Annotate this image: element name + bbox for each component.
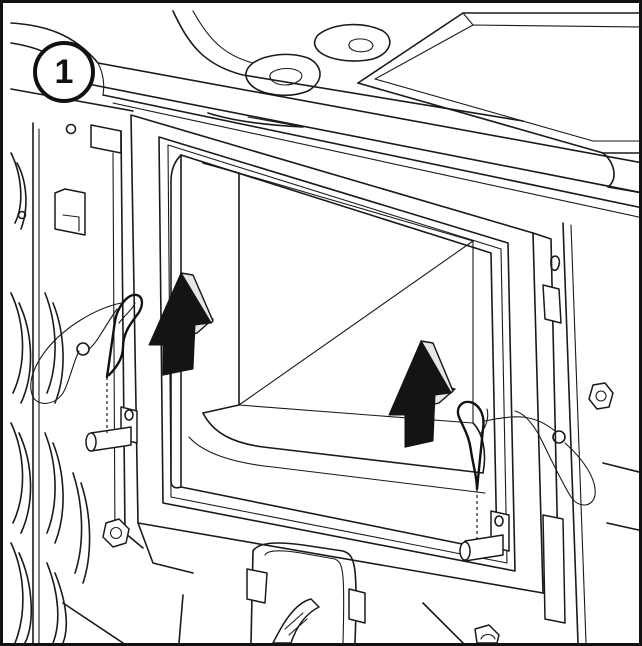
tab-bracket [90, 124, 122, 154]
right-retaining-pin [456, 400, 596, 562]
side-bracket [542, 514, 566, 624]
left-side-panel [10, 88, 134, 643]
lanyard-ring-icon [552, 430, 566, 444]
frame-edge [422, 602, 464, 643]
hex-nut-icon [474, 624, 500, 643]
hex-nut-icon [102, 518, 130, 548]
latch-bracket [54, 188, 86, 236]
right-side-panel [542, 222, 639, 643]
lower-bracket [246, 542, 366, 643]
tab-bracket [542, 284, 562, 324]
rivet-icon [65, 123, 77, 135]
lift-arrow-icon [388, 340, 456, 448]
lanyard-ring-icon [76, 342, 90, 356]
step-number-badge: 1 [33, 41, 95, 103]
left-retaining-pin [30, 293, 144, 452]
upper-body-panel [10, 10, 639, 218]
lift-arrow-icon [148, 272, 214, 376]
frame-edge [62, 602, 124, 643]
cavity-reflection [238, 240, 474, 406]
installation-illustration [10, 10, 639, 643]
vent-slots [10, 152, 91, 643]
frame-edge [178, 594, 184, 643]
step-number: 1 [54, 53, 74, 91]
rivet-icon [17, 210, 27, 220]
hex-nut-icon [588, 382, 614, 410]
